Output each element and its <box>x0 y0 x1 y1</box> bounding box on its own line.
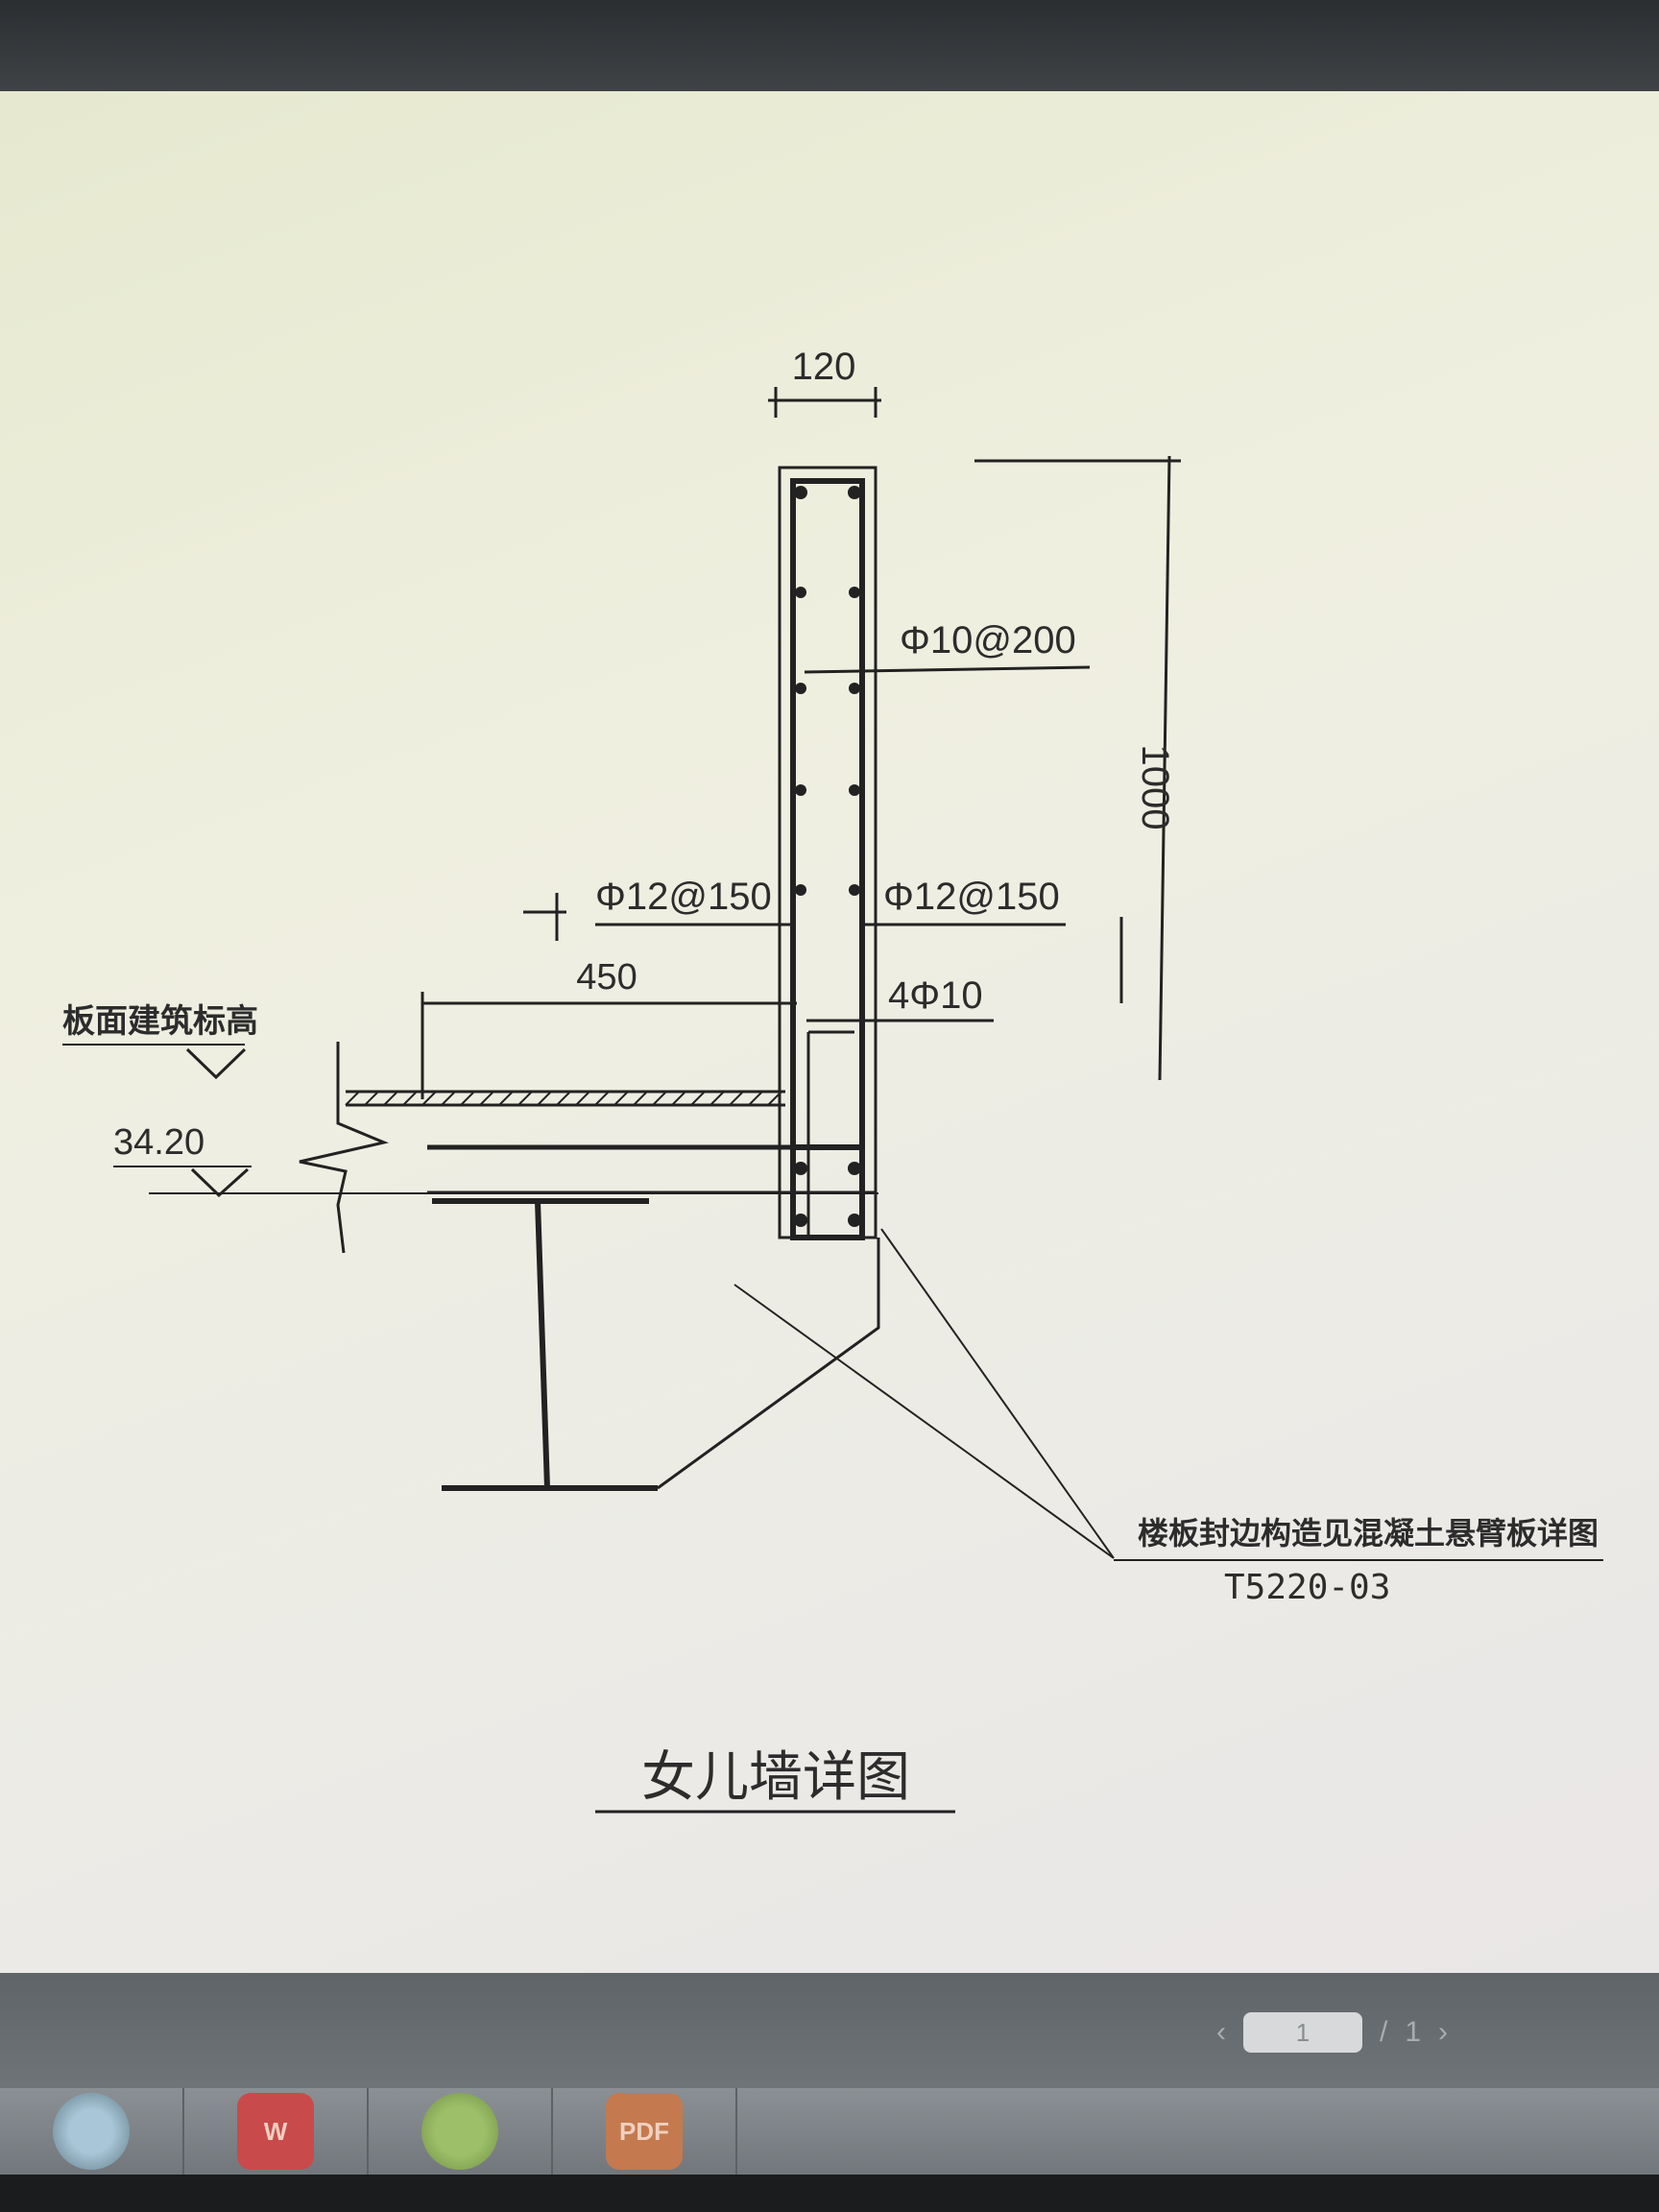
leader-reference-2 <box>880 1228 1115 1559</box>
rebar-dot <box>848 486 861 499</box>
pdf-icon: PDF <box>606 2093 683 2170</box>
taskbar-app-wps[interactable]: W <box>184 2088 369 2175</box>
rebar-dot <box>795 683 806 694</box>
rebar-dot <box>849 683 860 694</box>
drawing-caption: 女儿墙详图 <box>641 1746 910 1809</box>
rebar-dot <box>849 884 860 896</box>
page-number-input[interactable] <box>1242 2012 1362 2053</box>
taskbar-app-qq[interactable] <box>0 2088 184 2175</box>
taskbar-app-wechat[interactable] <box>369 2088 553 2175</box>
reference-title: 楼板封边构造见混凝土悬臂板详图 <box>1138 1516 1599 1551</box>
rebar-dot <box>794 1214 807 1227</box>
elevation-triangle-1 <box>185 1047 247 1080</box>
rebar-label-horizontal: Φ10@200 <box>900 619 1076 661</box>
monitor-bezel-bottom <box>0 2175 1659 2212</box>
elevation-label: 板面建筑标高 <box>62 1003 258 1040</box>
document-page: 120 1000 450 Φ10@200 Φ12@150 Φ12@150 4Φ1… <box>0 91 1659 1973</box>
rebar-dot <box>794 1162 807 1175</box>
page-navigation: ‹ / 1 › <box>1215 2012 1448 2053</box>
rebar-dot <box>795 884 806 896</box>
prev-page-icon[interactable]: ‹ <box>1215 2016 1226 2048</box>
rebar-label-right: Φ12@150 <box>883 876 1060 918</box>
parapet-detail-drawing: 120 1000 450 Φ10@200 Φ12@150 Φ12@150 4Φ1… <box>62 346 1603 1814</box>
page-separator: / <box>1379 2016 1388 2048</box>
rebar-dot <box>795 587 806 598</box>
dim-label-1000: 1000 <box>1134 745 1176 830</box>
leader-reference-1 <box>733 1284 1115 1559</box>
overhang-outline <box>657 1238 880 1490</box>
monitor-bezel-top <box>0 0 1659 91</box>
rebar-label-beam: 4Φ10 <box>888 974 983 1017</box>
rebar-dot <box>849 587 860 598</box>
qq-icon <box>53 2093 130 2170</box>
rebar-cage <box>790 478 865 1150</box>
rebar-dot <box>848 1214 861 1227</box>
reference-code: T5220-03 <box>1224 1568 1390 1607</box>
rebar-dot <box>794 486 807 499</box>
wechat-icon <box>421 2093 498 2170</box>
rebar-dot <box>849 784 860 796</box>
taskbar: W PDF <box>0 2088 1659 2175</box>
dim-label-120: 120 <box>792 346 856 388</box>
next-page-icon[interactable]: › <box>1438 2016 1448 2048</box>
viewer-toolbar: ‹ / 1 › <box>0 1973 1659 2088</box>
dim-line-1000 <box>1158 455 1171 1081</box>
rebar-dot <box>848 1162 861 1175</box>
total-pages: 1 <box>1405 2016 1421 2048</box>
ibeam-web <box>535 1200 550 1489</box>
break-line <box>299 1042 389 1254</box>
leader-phi10 <box>804 665 1091 674</box>
elevation-triangle-2 <box>190 1167 250 1198</box>
dim-label-450: 450 <box>576 957 637 998</box>
hatch-pattern <box>345 1091 782 1106</box>
elevation-value: 34.20 <box>113 1122 204 1163</box>
rebar-dot <box>795 784 806 796</box>
taskbar-app-pdf[interactable]: PDF <box>553 2088 737 2175</box>
rebar-label-left: Φ12@150 <box>595 876 772 918</box>
wps-icon: W <box>237 2093 314 2170</box>
